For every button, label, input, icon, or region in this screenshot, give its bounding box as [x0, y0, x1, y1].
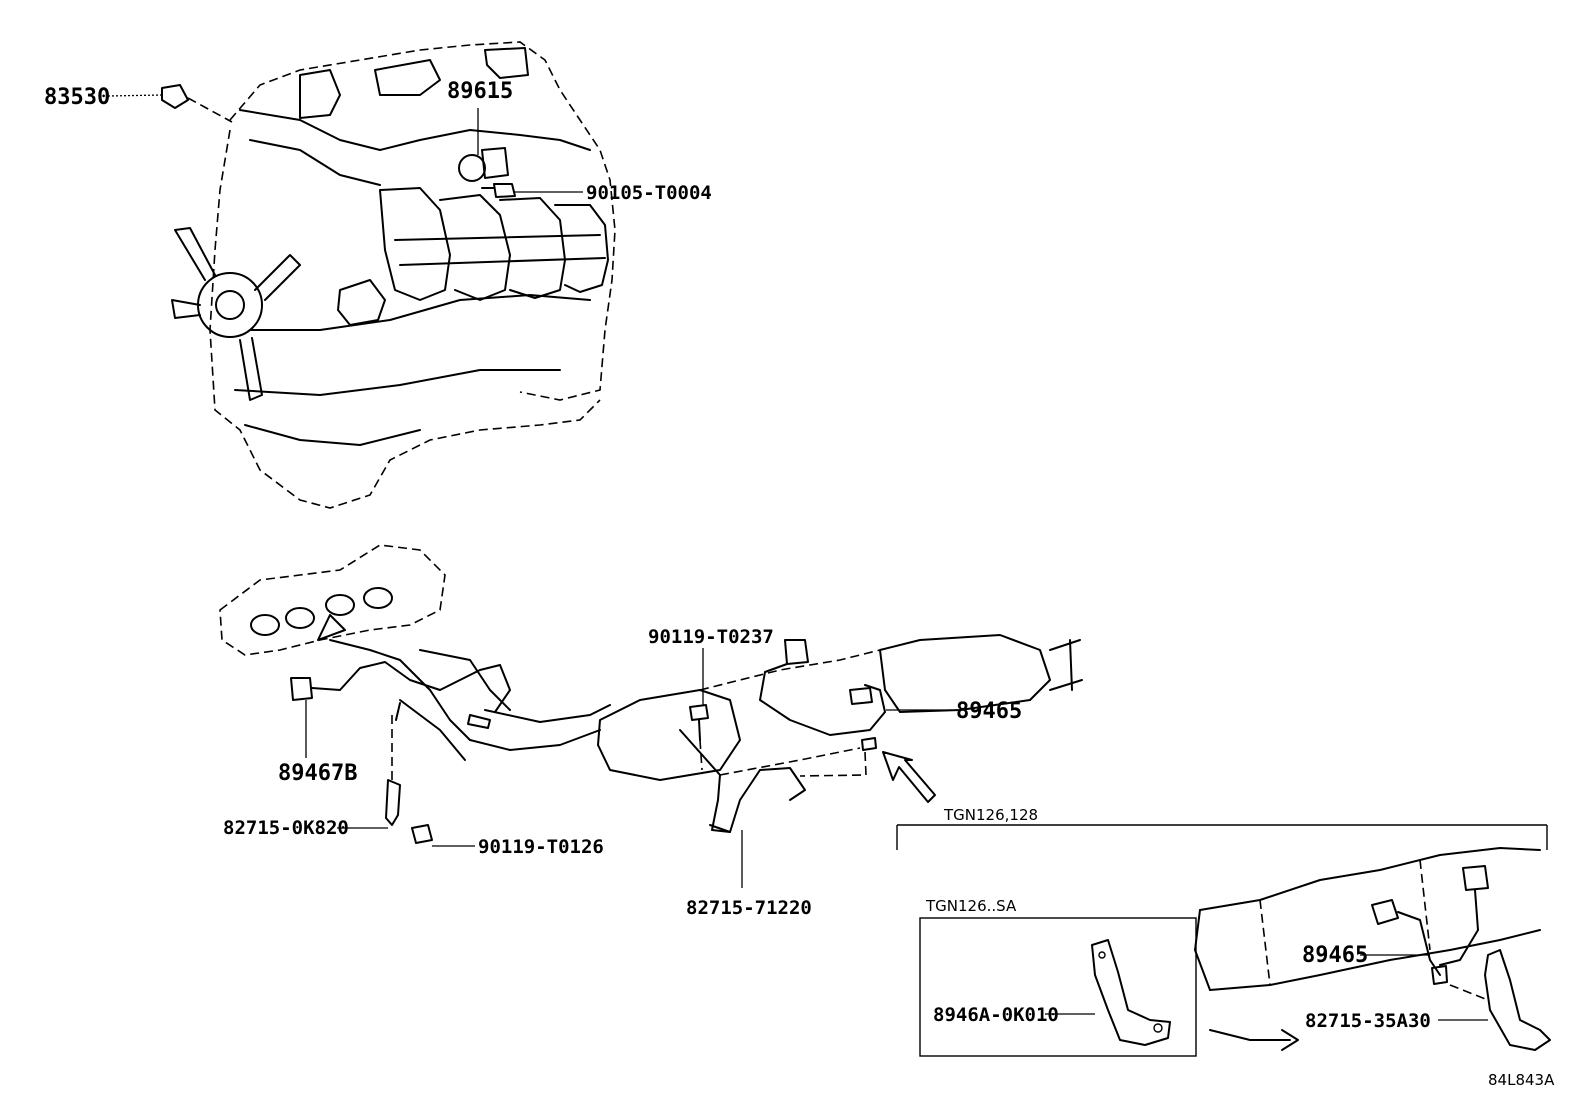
label-90119-t0237: 90119-T0237: [648, 626, 774, 648]
label-8946a-0k010: 8946A-0K010: [933, 1004, 1059, 1026]
label-82715-35a30: 82715-35A30: [1305, 1010, 1431, 1032]
detail-exhaust-drawing: [1194, 847, 1551, 1051]
label-89465-upper: 89465: [956, 699, 1022, 724]
leader-lines: [107, 94, 1488, 1021]
exhaust-system-drawing: [219, 544, 1083, 844]
label-tgn126-sa: TGN126..SA: [925, 897, 1017, 915]
label-90119-t0126: 90119-T0126: [478, 836, 604, 858]
label-90105-t0004: 90105-T0004: [586, 182, 712, 204]
tgn126-128-bracket-line: [896, 824, 1548, 850]
label-89615: 89615: [447, 79, 513, 104]
label-82715-0k820: 82715-0K820: [223, 817, 349, 839]
engine-assembly-drawing: [161, 41, 616, 509]
label-89467b: 89467B: [278, 761, 357, 786]
label-83530: 83530: [44, 85, 110, 110]
inset-box-tgn126-sa: [919, 917, 1197, 1057]
label-82715-71220: 82715-71220: [686, 897, 812, 919]
figure-id: 84L843A: [1488, 1071, 1555, 1089]
label-tgn126-128: TGN126,128: [943, 806, 1038, 824]
label-89465-lower: 89465: [1302, 943, 1368, 968]
